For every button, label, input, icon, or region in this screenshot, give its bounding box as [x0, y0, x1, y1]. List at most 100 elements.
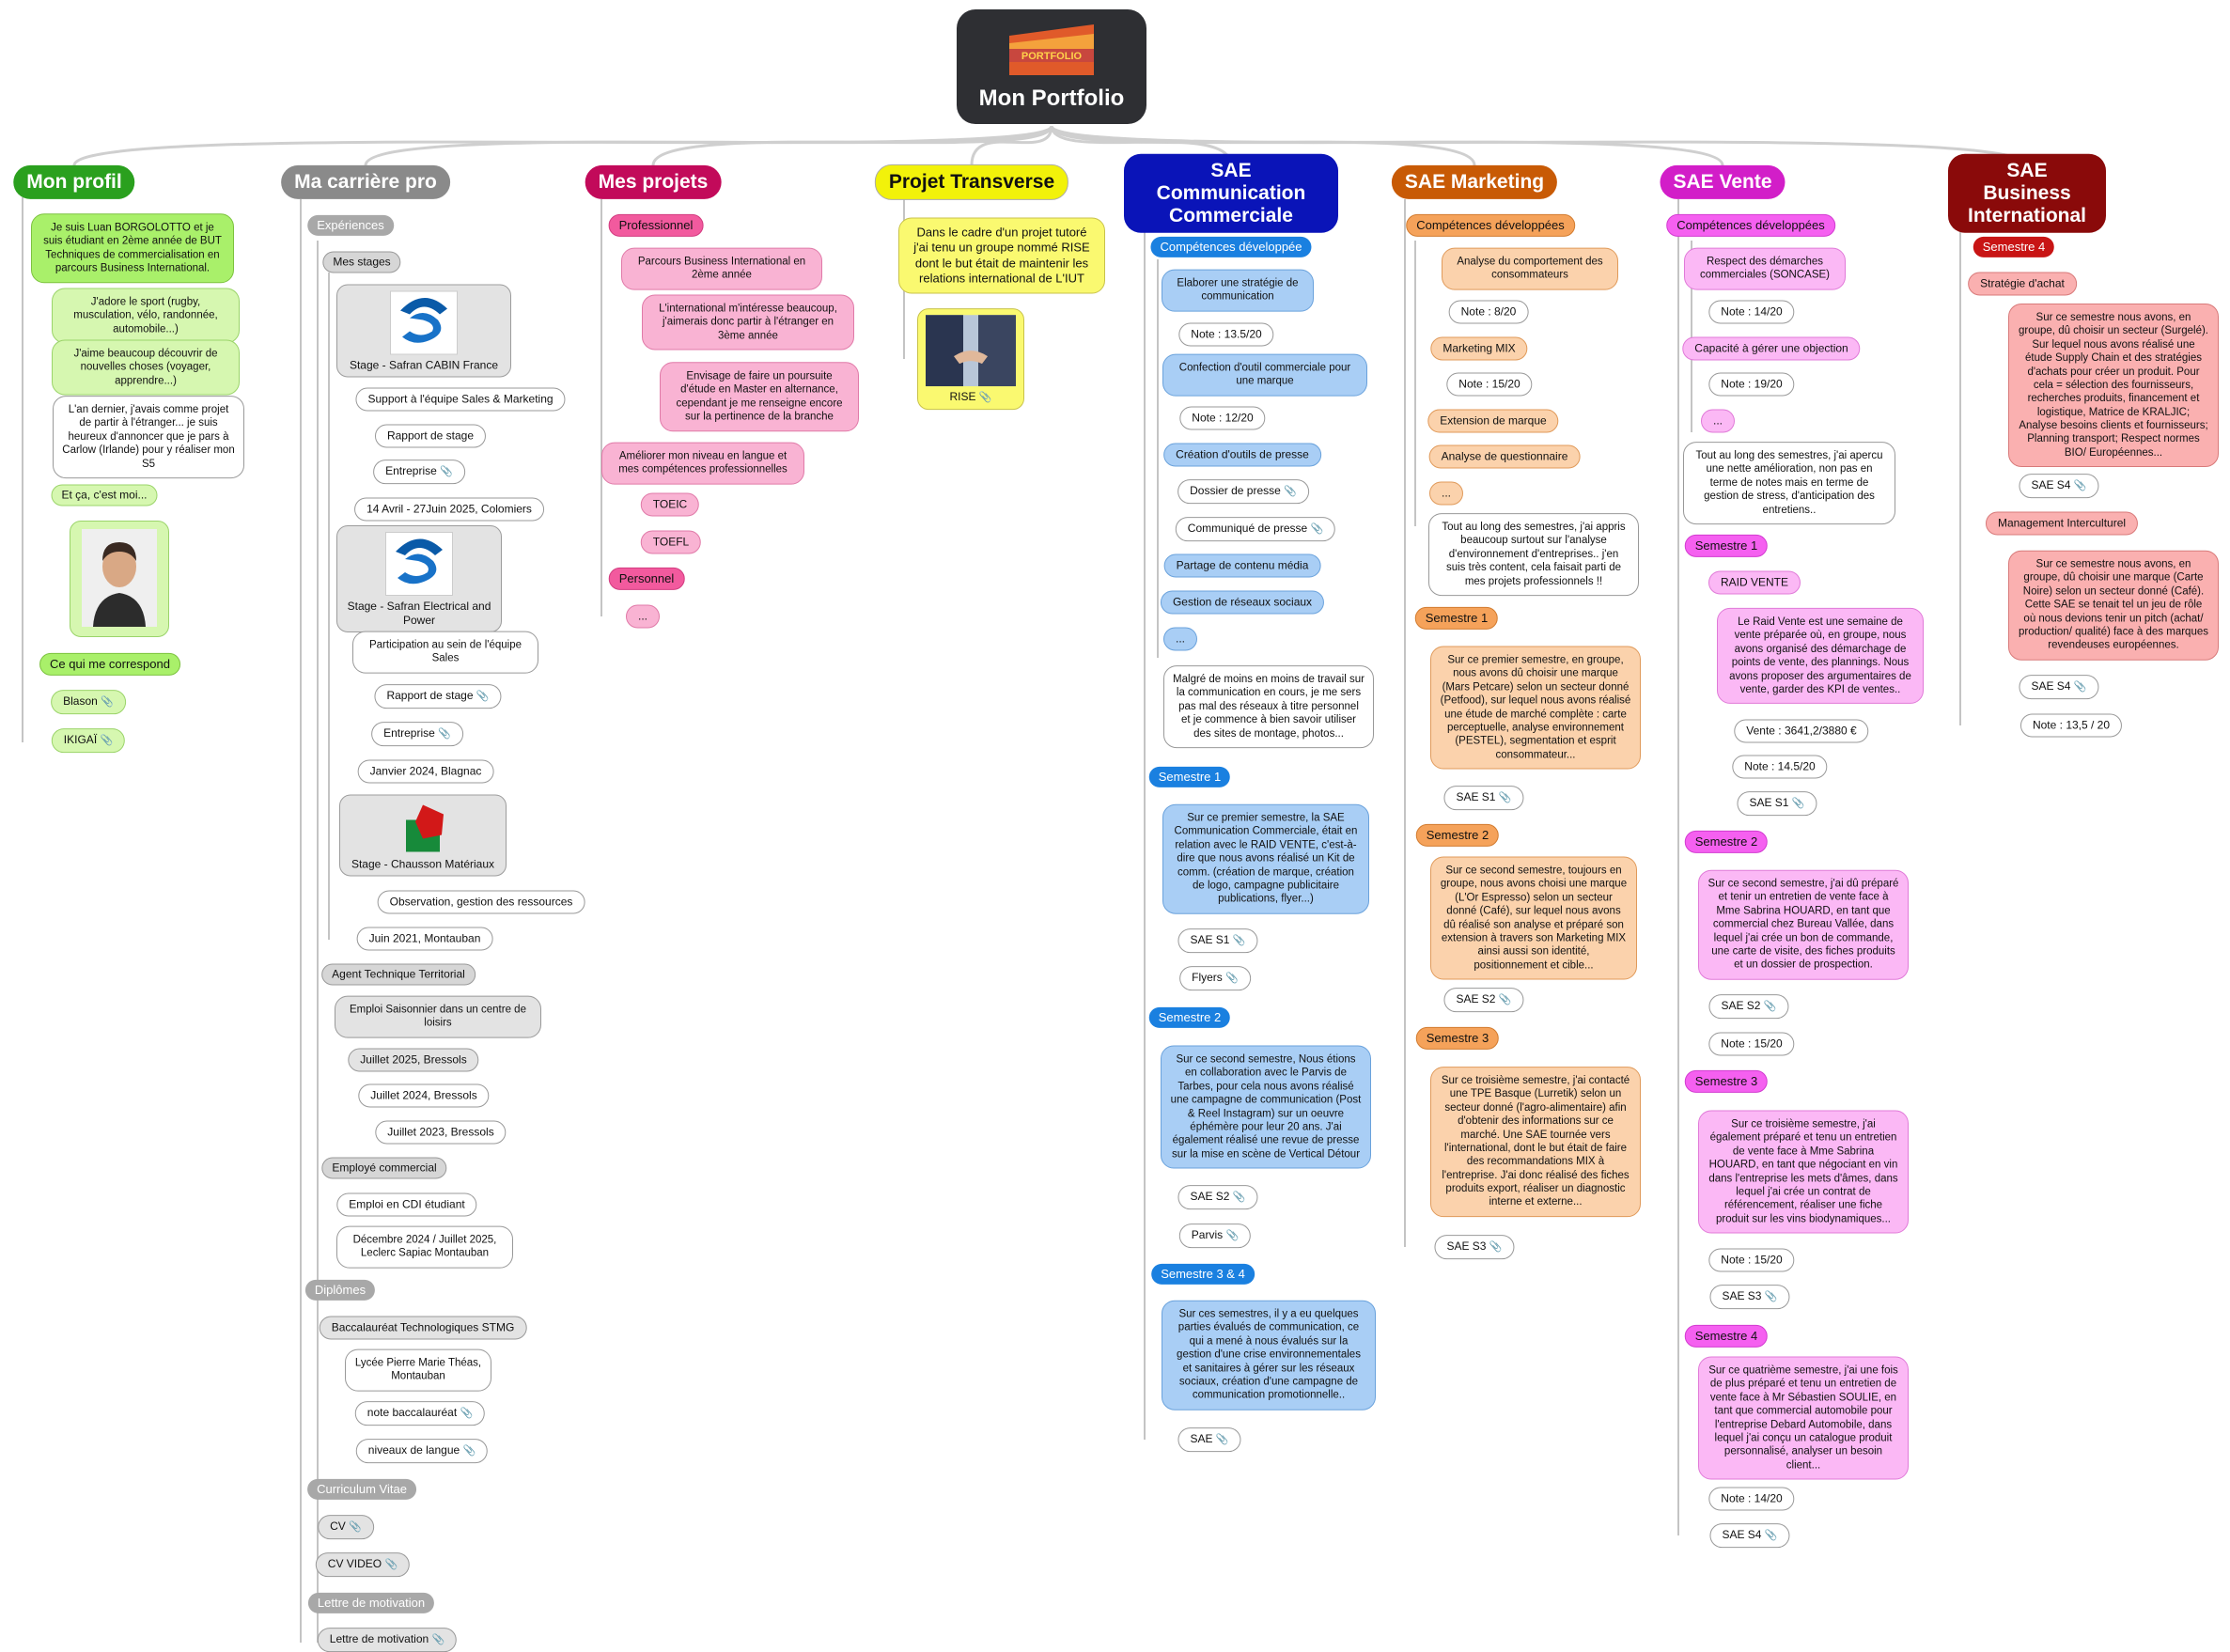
vente-s4[interactable]: Semestre 4 — [1684, 1324, 1769, 1348]
vente-s1[interactable]: Semestre 1 — [1684, 534, 1769, 558]
comm-flyers[interactable]: Flyers 📎 — [1179, 966, 1251, 990]
comm-reseaux[interactable]: Gestion de réseaux sociaux — [1160, 590, 1325, 615]
branch-mes-projets[interactable]: Mes projets — [585, 164, 722, 200]
portrait-photo-icon — [82, 529, 157, 627]
mkt-competences[interactable]: Compétences développées — [1406, 213, 1575, 238]
branch-sae-bi[interactable]: SAE Business International — [1948, 153, 2106, 234]
profil-blason[interactable]: Blason 📎 — [51, 690, 126, 714]
stage-chausson[interactable]: Stage - Chausson Matériaux — [339, 794, 507, 877]
attachment-icon: 📎 — [1310, 523, 1324, 536]
vente-s4-text: Sur ce quatrième semestre, j'ai une fois… — [1698, 1356, 1909, 1480]
comm-s2[interactable]: Semestre 2 — [1148, 1006, 1231, 1029]
diplomes-note-bac[interactable]: note baccalauréat 📎 — [354, 1401, 486, 1426]
vente-sae-s4[interactable]: SAE S4 📎 — [1709, 1523, 1790, 1548]
carriere-experiences[interactable]: Expériences — [307, 214, 394, 237]
comm-s1[interactable]: Semestre 1 — [1148, 766, 1231, 788]
mkt-questionnaire[interactable]: Analyse de questionnaire — [1428, 444, 1581, 469]
carriere-diplomes[interactable]: Diplômes — [304, 1279, 376, 1301]
mkt-s3[interactable]: Semestre 3 — [1415, 1026, 1500, 1051]
vente-sae-s2[interactable]: SAE S2 📎 — [1708, 994, 1789, 1019]
vente-note3: Note : 14.5/20 — [1732, 755, 1828, 779]
bi-strat[interactable]: Stratégie d'achat — [1968, 272, 2077, 296]
bi-sae-s4[interactable]: SAE S4 📎 — [2019, 474, 2099, 498]
dossier-label: Dossier de presse — [1190, 484, 1281, 498]
diplomes-langue[interactable]: niveaux de langue 📎 — [355, 1439, 489, 1463]
branch-sae-comm[interactable]: SAE Communication Commerciale — [1124, 153, 1338, 234]
lettre-file[interactable]: Lettre de motivation 📎 — [317, 1628, 458, 1652]
vente-s2-text: Sur ce second semestre, j'ai dû préparé … — [1698, 869, 1909, 980]
sae-s1-label: SAE S1 — [1456, 790, 1496, 804]
transverse-rise[interactable]: RISE 📎 — [917, 308, 1024, 410]
projets-toeic[interactable]: TOEIC — [640, 492, 700, 517]
comm-dossier[interactable]: Dossier de presse 📎 — [1177, 479, 1309, 504]
projets-toefl[interactable]: TOEFL — [640, 530, 702, 554]
profil-moi: Et ça, c'est moi... — [51, 484, 158, 507]
bi-mgmt[interactable]: Management Interculturel — [1985, 511, 2139, 536]
carriere-employe[interactable]: Employé commercial — [321, 1157, 447, 1179]
comm-s34[interactable]: Semestre 3 & 4 — [1151, 1263, 1255, 1286]
comm-parvis[interactable]: Parvis 📎 — [1178, 1223, 1252, 1248]
bi-s4[interactable]: Semestre 4 — [1973, 236, 2055, 258]
comm-outils[interactable]: Création d'outils de presse — [1163, 443, 1321, 467]
vente-dots[interactable]: ... — [1700, 409, 1736, 433]
comm-dots[interactable]: ... — [1162, 627, 1198, 651]
carriere-stages[interactable]: Mes stages — [322, 251, 401, 273]
carriere-lettre-title[interactable]: Lettre de motivation — [307, 1592, 435, 1614]
vente-note5: Note : 15/20 — [1708, 1248, 1795, 1272]
mkt-analyse: Analyse du comportement des consommateur… — [1442, 247, 1618, 290]
mkt-s2[interactable]: Semestre 2 — [1415, 823, 1500, 848]
branch-sae-marketing[interactable]: SAE Marketing — [1391, 164, 1558, 200]
vente-competences[interactable]: Compétences développées — [1666, 213, 1835, 238]
stage-cabin[interactable]: Stage - Safran CABIN France — [336, 284, 511, 378]
chausson-date: Juin 2021, Montauban — [356, 927, 493, 951]
profil-sport: J'adore le sport (rugby, musculation, vé… — [52, 288, 240, 344]
comm-competences[interactable]: Compétences développée — [1150, 236, 1312, 258]
cabin-entreprise[interactable]: Entreprise 📎 — [373, 460, 465, 484]
branch-sae-vente[interactable]: SAE Vente — [1660, 164, 1786, 200]
projets-perso[interactable]: Personnel — [608, 567, 685, 591]
profil-correspond[interactable]: Ce qui me correspond — [39, 652, 180, 677]
branch-transverse[interactable]: Projet Transverse — [874, 164, 1069, 201]
vente-raid[interactable]: RAID VENTE — [1708, 570, 1801, 595]
projets-perso-dots[interactable]: ... — [625, 604, 661, 629]
mkt-s1[interactable]: Semestre 1 — [1414, 606, 1499, 631]
cv-file[interactable]: CV 📎 — [318, 1515, 374, 1539]
root-node[interactable]: PORTFOLIO Mon Portfolio — [957, 9, 1146, 124]
mkt-extension[interactable]: Extension de marque — [1427, 409, 1559, 433]
vente-s2[interactable]: Semestre 2 — [1684, 830, 1769, 854]
cabin-rapport[interactable]: Rapport de stage — [374, 424, 487, 448]
comm-sae-s1[interactable]: SAE S1 📎 — [1177, 928, 1258, 953]
branch-carriere[interactable]: Ma carrière pro — [281, 164, 450, 200]
bi-sae-s4b[interactable]: SAE S4 📎 — [2019, 675, 2099, 699]
comm-communique[interactable]: Communiqué de presse 📎 — [1175, 517, 1336, 541]
cv-video-file[interactable]: CV VIDEO 📎 — [315, 1552, 411, 1577]
bi-strat-text: Sur ce semestre nous avons, en groupe, d… — [2008, 303, 2219, 468]
power-rapport[interactable]: Rapport de stage 📎 — [374, 684, 502, 709]
stage-chausson-label: Stage - Chausson Matériaux — [351, 857, 495, 871]
profil-ikigai[interactable]: IKIGAÏ 📎 — [51, 728, 126, 753]
carriere-agent[interactable]: Agent Technique Territorial — [321, 963, 476, 986]
branch-mon-profil[interactable]: Mon profil — [13, 164, 135, 200]
comm-partage[interactable]: Partage de contenu média — [1163, 553, 1321, 578]
mkt-mix[interactable]: Marketing MIX — [1430, 336, 1528, 361]
lettre-label: Lettre de motivation — [329, 1632, 429, 1646]
vente-objection[interactable]: Capacité à gérer une objection — [1682, 336, 1861, 361]
mkt-sae-s3[interactable]: SAE S3 📎 — [1434, 1235, 1515, 1259]
mkt-dots[interactable]: ... — [1428, 481, 1464, 506]
vente-sae-s1[interactable]: SAE S1 📎 — [1737, 791, 1817, 816]
mkt-sae-s1[interactable]: SAE S1 📎 — [1443, 786, 1524, 810]
power-entreprise[interactable]: Entreprise 📎 — [371, 722, 463, 746]
stage-power[interactable]: Stage - Safran Electrical and Power — [336, 525, 502, 632]
comm-note1: Note : 13.5/20 — [1178, 322, 1274, 347]
carriere-cv-title[interactable]: Curriculum Vitae — [307, 1478, 416, 1501]
comm-sae[interactable]: SAE 📎 — [1177, 1427, 1241, 1452]
mkt-sae-s2[interactable]: SAE S2 📎 — [1443, 988, 1524, 1012]
attachment-icon: 📎 — [349, 1521, 362, 1534]
profil-photo[interactable] — [70, 521, 169, 637]
vente-s3[interactable]: Semestre 3 — [1684, 1069, 1769, 1094]
comm-sae-s2[interactable]: SAE S2 📎 — [1177, 1185, 1258, 1209]
comm-s34-text: Sur ces semestres, il y a eu quelques pa… — [1162, 1300, 1376, 1410]
sae-comm-title: SAE Communication Commerciale — [1156, 159, 1306, 227]
projets-pro[interactable]: Professionnel — [608, 213, 704, 238]
vente-sae-s3[interactable]: SAE S3 📎 — [1709, 1285, 1790, 1309]
